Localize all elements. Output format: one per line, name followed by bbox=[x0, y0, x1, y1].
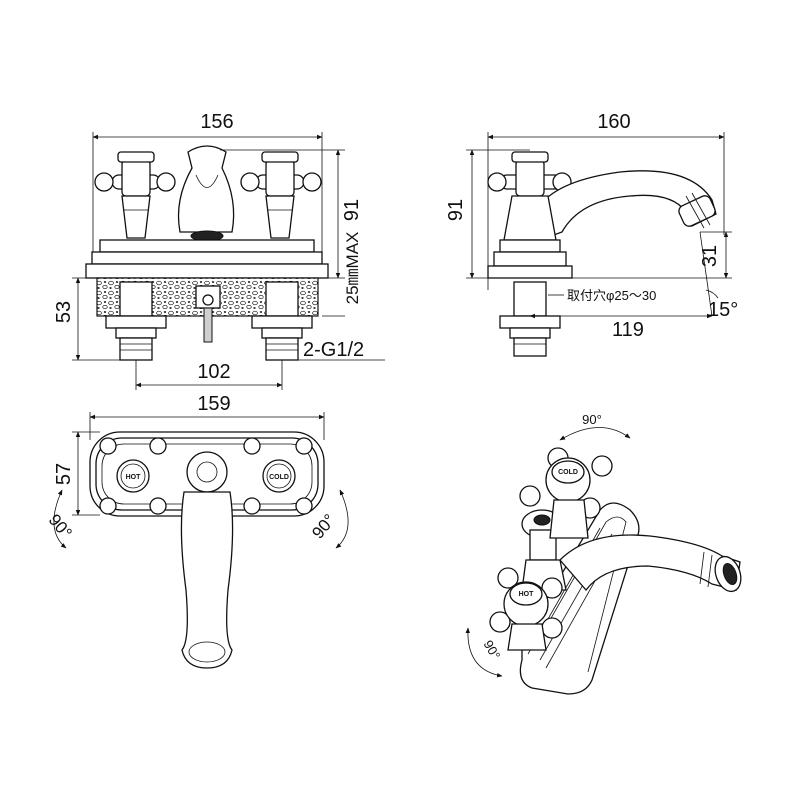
side-width-label: 160 bbox=[597, 111, 630, 133]
front-height-label: 91 bbox=[341, 199, 363, 221]
iso-view: 90° 90° COLD bbox=[465, 412, 742, 695]
front-max-label: 25㎜MAX bbox=[343, 232, 362, 305]
iso-rot-bottom-label: 90° bbox=[480, 637, 503, 662]
top-spout bbox=[180, 491, 234, 669]
top-hot-label: HOT bbox=[126, 474, 142, 481]
top-view: 159 57 HOT COLD 90° 90° bbox=[45, 393, 349, 669]
top-depth-label: 57 bbox=[53, 463, 75, 485]
top-rot-left-label: 90° bbox=[45, 511, 76, 543]
front-width-label: 156 bbox=[200, 111, 233, 133]
top-rot-right-label: 90° bbox=[308, 511, 339, 543]
side-hole-label: 取付穴φ25～30 bbox=[567, 288, 656, 303]
side-view: 160 91 取付穴φ25～30 31 bbox=[445, 111, 738, 357]
iso-spout bbox=[559, 534, 741, 592]
side-angle-label: 15° bbox=[708, 299, 738, 321]
iso-hot-handle: HOT bbox=[489, 567, 563, 651]
top-width-label: 159 bbox=[197, 393, 230, 415]
iso-cold-handle: COLD bbox=[519, 447, 613, 539]
front-thread-label: 2-G1/2 bbox=[303, 339, 364, 361]
front-right-handle bbox=[240, 151, 322, 239]
front-base-label: 53 bbox=[53, 301, 75, 323]
side-height-label: 91 bbox=[445, 199, 467, 221]
iso-hot-label: HOT bbox=[519, 591, 535, 598]
iso-cold-label: COLD bbox=[558, 469, 578, 476]
front-spacing-label: 102 bbox=[197, 361, 230, 383]
iso-rot-top-label: 90° bbox=[582, 412, 602, 427]
front-spout bbox=[177, 145, 235, 242]
top-cold-label: COLD bbox=[269, 474, 289, 481]
side-spout bbox=[539, 170, 717, 241]
front-left-handle bbox=[94, 151, 176, 239]
front-view: 156 bbox=[53, 111, 385, 390]
side-reach-label: 119 bbox=[612, 319, 644, 341]
